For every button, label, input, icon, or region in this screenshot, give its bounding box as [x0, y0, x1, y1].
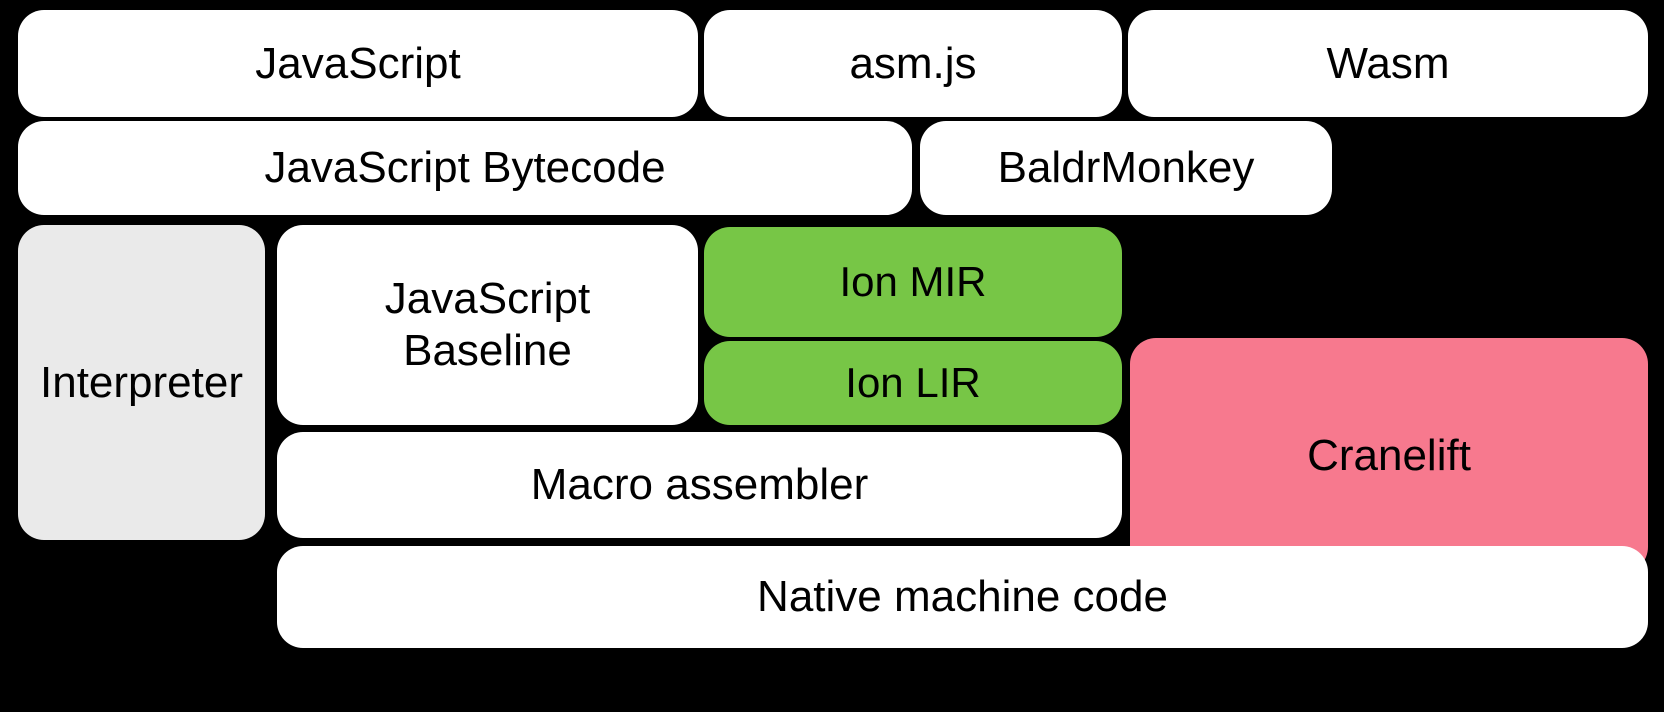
node-macro-assembler: Macro assembler: [277, 432, 1122, 538]
node-wasm: Wasm: [1128, 10, 1648, 117]
node-interpreter: Interpreter: [18, 225, 265, 540]
node-label-cranelift: Cranelift: [1307, 430, 1471, 480]
node-label-ion-lir: Ion LIR: [845, 359, 981, 407]
node-label-asm-js: asm.js: [849, 38, 977, 88]
node-javascript-baseline: JavaScript Baseline: [277, 225, 698, 425]
node-label-macro-assembler: Macro assembler: [530, 460, 869, 510]
node-label-interpreter: Interpreter: [40, 357, 243, 407]
node-javascript-bytecode: JavaScript Bytecode: [18, 121, 912, 215]
node-label-ion-mir: Ion MIR: [839, 258, 987, 306]
node-native-machine-code: Native machine code: [277, 546, 1648, 648]
node-ion-lir: Ion LIR: [704, 341, 1122, 425]
node-label-javascript-bytecode: JavaScript Bytecode: [264, 143, 666, 193]
node-asm-js: asm.js: [704, 10, 1122, 117]
node-cranelift: Cranelift: [1130, 338, 1648, 573]
node-label-javascript: JavaScript: [255, 38, 461, 88]
node-ion-mir: Ion MIR: [704, 227, 1122, 337]
node-label-javascript-baseline: JavaScript Baseline: [384, 274, 591, 375]
node-label-native-machine-code: Native machine code: [757, 572, 1168, 622]
node-label-wasm: Wasm: [1326, 38, 1450, 88]
node-javascript: JavaScript: [18, 10, 698, 117]
node-baldrmonkey: BaldrMonkey: [920, 121, 1332, 215]
node-label-baldrmonkey: BaldrMonkey: [997, 143, 1255, 193]
